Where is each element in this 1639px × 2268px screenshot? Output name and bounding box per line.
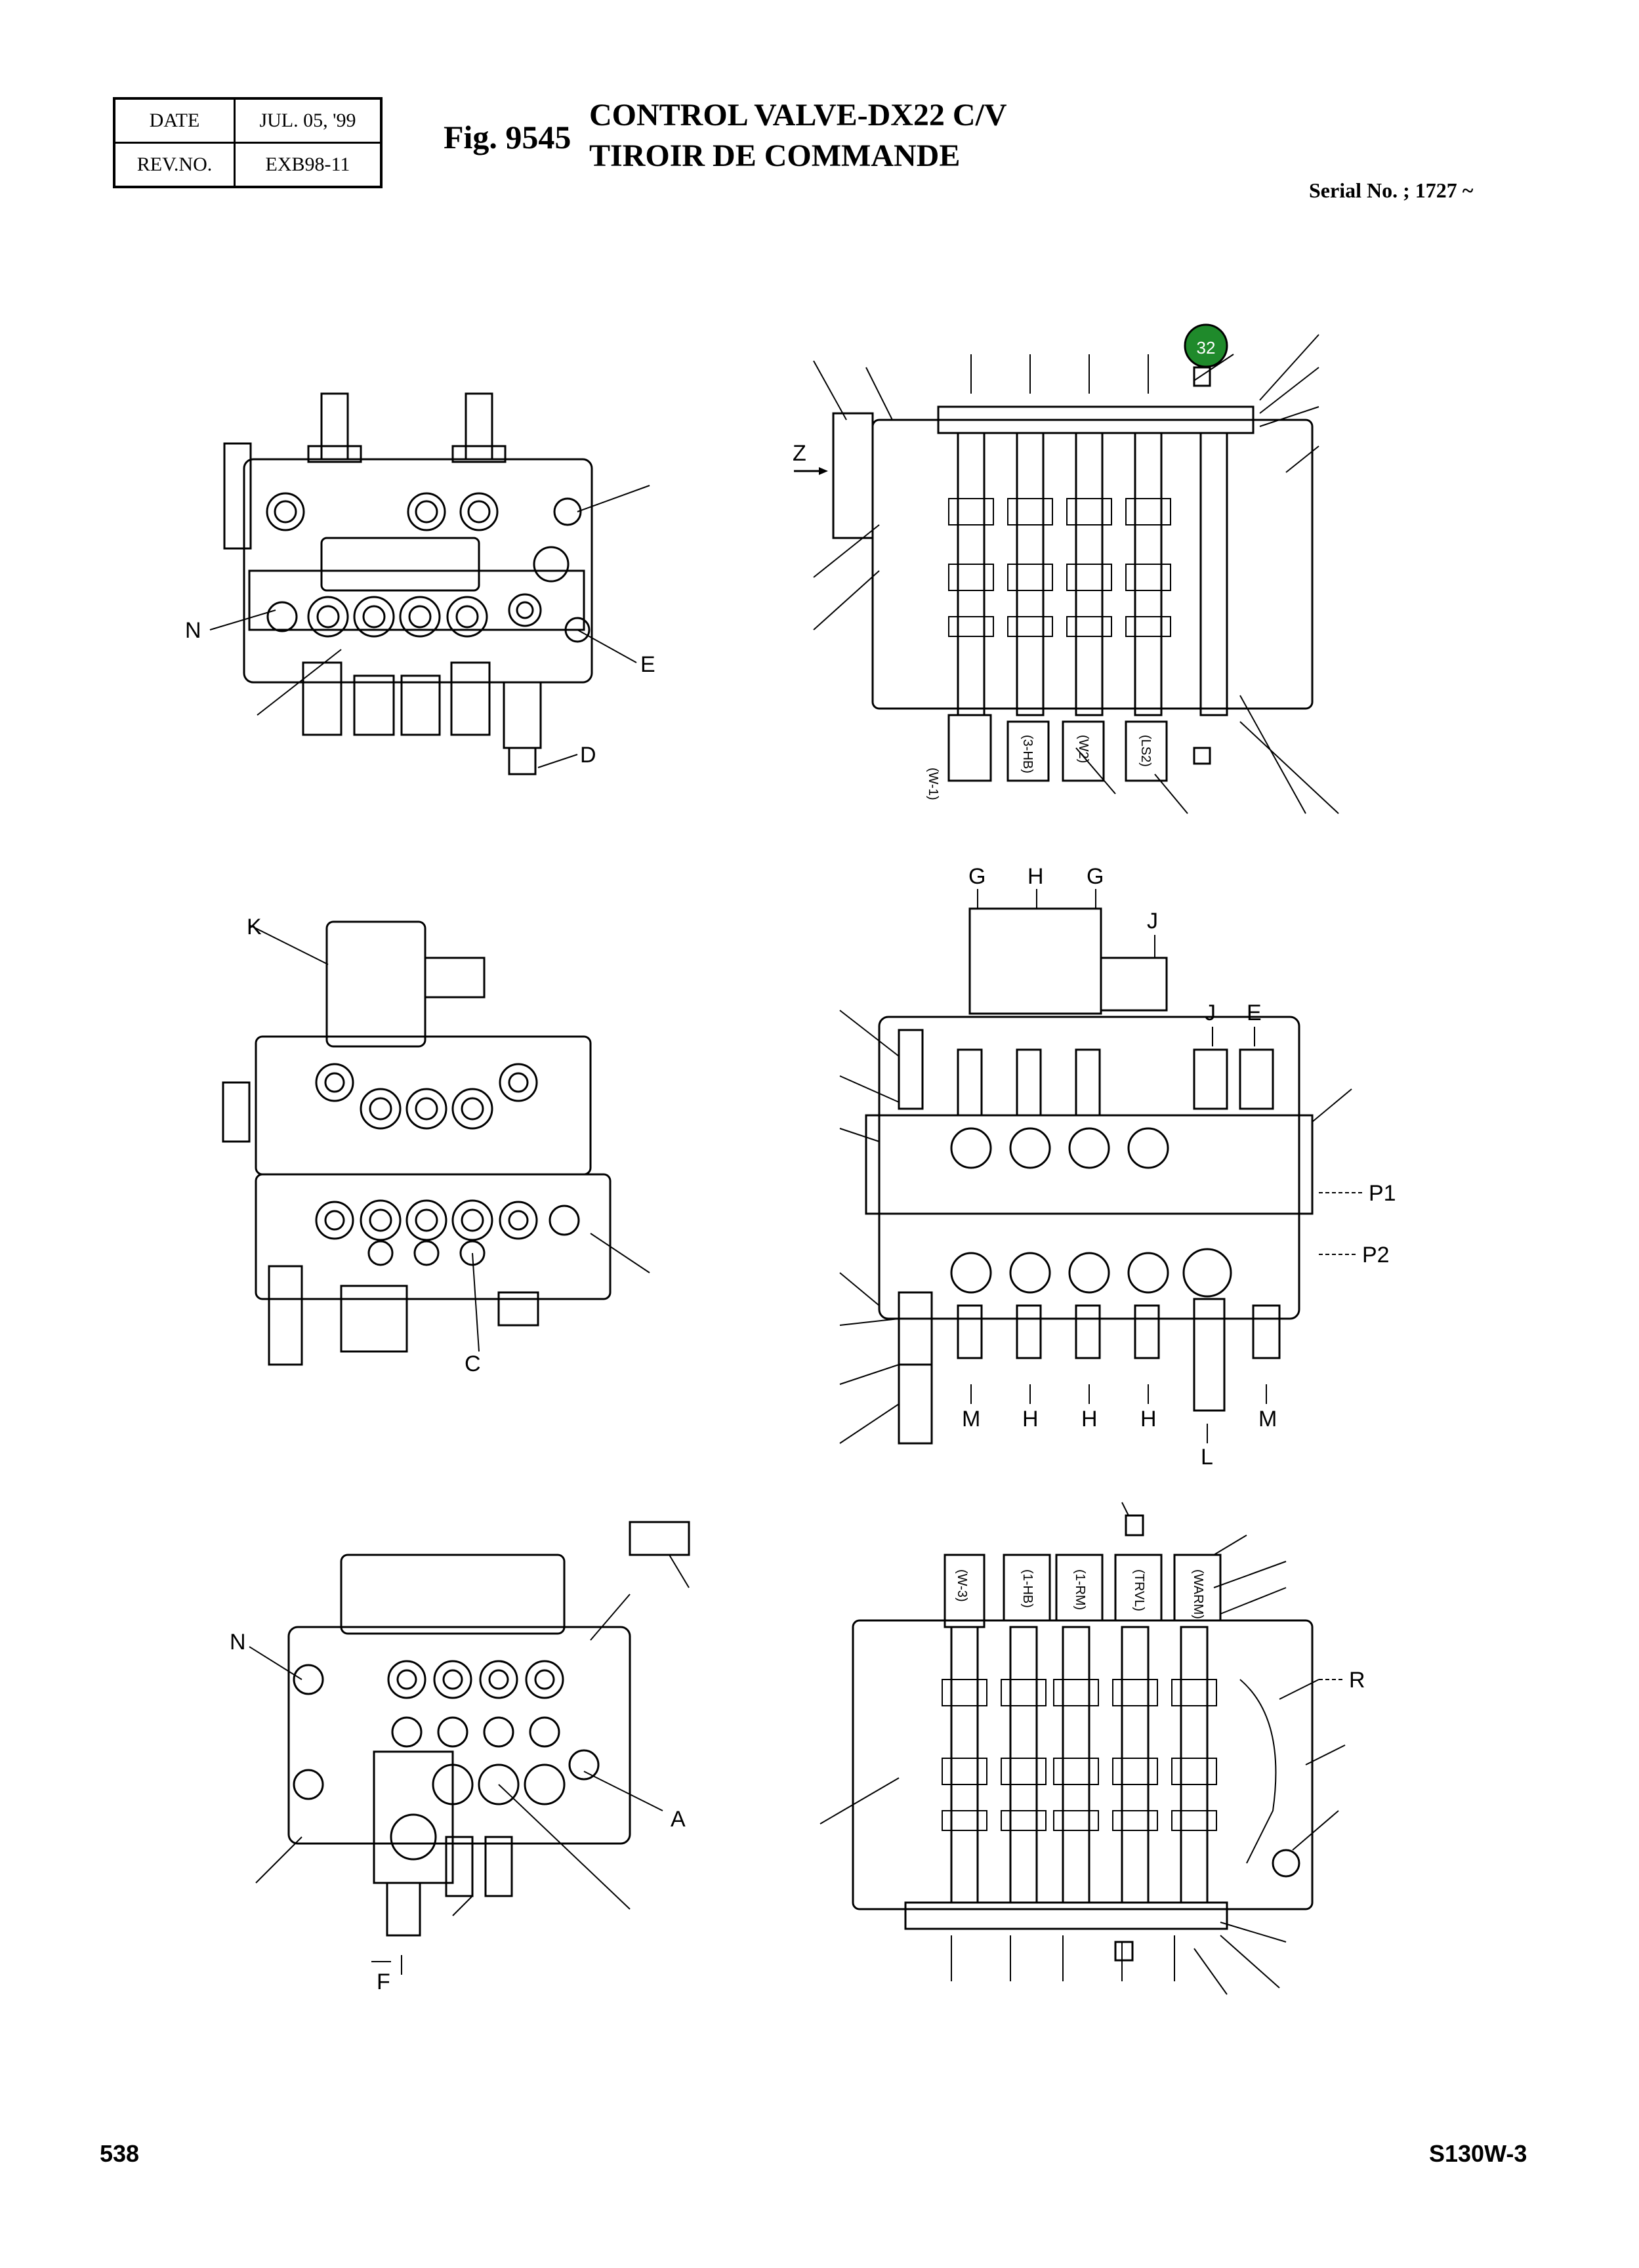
- tag-top-4: (LS2): [1138, 735, 1153, 767]
- tag-bottom-5: (WARM): [1191, 1569, 1205, 1619]
- label-k: K: [247, 915, 262, 939]
- page-number: 538: [100, 2140, 140, 2167]
- label-g2: G: [1087, 864, 1104, 889]
- date-value: JUL. 05, '99: [234, 97, 383, 144]
- callout-number: 32: [1197, 338, 1216, 358]
- figure-number: Fig. 9545: [444, 119, 571, 155]
- label-a: A: [671, 1807, 686, 1832]
- label-g1: G: [968, 864, 985, 889]
- label-j2: J: [1205, 1000, 1216, 1025]
- revision-table: DATE JUL. 05, '99 REV.NO. EXB98-11: [113, 97, 383, 188]
- label-h3: H: [1140, 1407, 1157, 1432]
- label-p2: P2: [1362, 1243, 1390, 1268]
- view-mid-right: G H G J J E P1 P2 M H H H L M: [839, 864, 1396, 1470]
- tag-top-1: (W-1): [926, 768, 940, 800]
- label-m1: M: [962, 1407, 980, 1432]
- tag-bottom-1: (W-3): [955, 1569, 969, 1602]
- title-french: TIROIR DE COMMANDE: [589, 138, 961, 173]
- label-z: Z: [793, 441, 806, 466]
- rev-value: EXB98-11: [234, 142, 383, 188]
- view-top-right: (W-1) (3-HB) (W2) (LS2) Z: [793, 334, 1339, 814]
- label-h2: H: [1081, 1407, 1098, 1432]
- view-bottom-left: N A F: [230, 1521, 690, 1994]
- tag-top-3: (W2): [1076, 735, 1090, 763]
- label-c: C: [465, 1351, 481, 1376]
- label-e-top: E: [640, 652, 655, 677]
- view-bottom-right: (W-3) (1-HB) (1-RM) (TRVL) (WARM): [820, 1502, 1365, 1995]
- tag-bottom-3: (1-RM): [1073, 1569, 1087, 1610]
- tag-bottom-4: (TRVL): [1132, 1569, 1146, 1611]
- callout-32: 32: [1184, 323, 1228, 368]
- label-h-top: H: [1027, 864, 1044, 889]
- label-l: L: [1201, 1445, 1213, 1470]
- view-mid-left: K C: [222, 915, 650, 1376]
- serial-number: Serial No. ; 1727 ~: [1309, 178, 1474, 202]
- model-number: S130W-3: [1429, 2140, 1527, 2167]
- label-d: D: [580, 743, 596, 768]
- rev-label: REV.NO.: [113, 142, 236, 188]
- label-h1: H: [1022, 1407, 1039, 1432]
- date-label: DATE: [113, 97, 236, 144]
- label-r: R: [1349, 1668, 1365, 1693]
- label-f: F: [377, 1969, 390, 1994]
- label-j1: J: [1147, 909, 1158, 934]
- view-top-left: N E D: [185, 392, 655, 775]
- label-p1: P1: [1369, 1181, 1396, 1206]
- label-m2: M: [1258, 1407, 1277, 1432]
- label-n-top: N: [185, 618, 201, 643]
- tag-top-2: (3-HB): [1020, 735, 1035, 773]
- tag-bottom-2: (1-HB): [1020, 1569, 1035, 1608]
- label-e-mid: E: [1247, 1000, 1262, 1025]
- label-n-bottom: N: [230, 1630, 246, 1655]
- title-english: CONTROL VALVE-DX22 C/V: [589, 98, 1007, 133]
